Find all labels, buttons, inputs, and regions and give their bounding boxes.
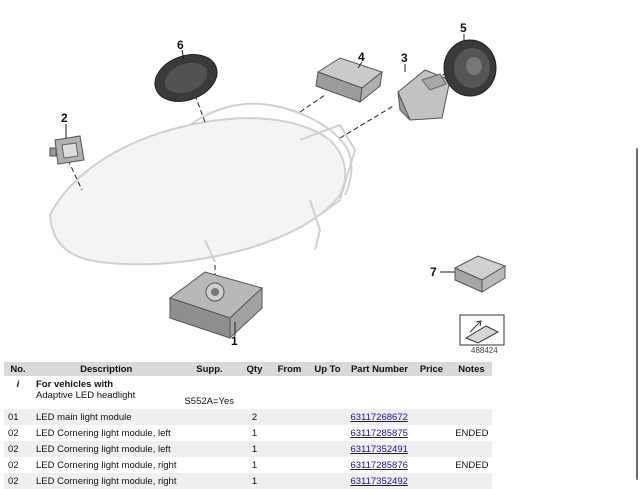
row-supp bbox=[180, 441, 239, 457]
table-row: 02 LED Cornering light module, left 1 63… bbox=[4, 441, 493, 457]
row-supp bbox=[180, 473, 239, 489]
header-supp: Supp. bbox=[180, 362, 239, 376]
part-number-link[interactable]: 63117352492 bbox=[350, 475, 408, 487]
row-up-to bbox=[308, 425, 347, 441]
callout-2: 2 bbox=[61, 111, 68, 125]
part-1-led-main-module bbox=[168, 271, 263, 340]
row-qty: 1 bbox=[238, 425, 271, 441]
info-title: For vehicles with bbox=[36, 379, 114, 390]
exploded-headlight-illustration bbox=[48, 34, 507, 346]
row-qty: 1 bbox=[238, 441, 271, 457]
part-number-link[interactable]: 63117285876 bbox=[350, 459, 408, 471]
header-part-number: Part Number bbox=[346, 362, 413, 376]
row-up-to bbox=[308, 441, 347, 457]
table-row: 02 LED Cornering light module, left 1 63… bbox=[4, 425, 493, 441]
info-subtitle: Adaptive LED headlight bbox=[36, 390, 136, 401]
header-description: Description bbox=[32, 362, 181, 376]
vertical-scrollbar[interactable] bbox=[636, 148, 638, 480]
row-up-to bbox=[308, 457, 347, 473]
part-number-link[interactable]: 63117285875 bbox=[350, 427, 408, 439]
callout-4: 4 bbox=[358, 50, 365, 64]
row-notes bbox=[450, 473, 493, 489]
row-qty: 2 bbox=[238, 409, 271, 425]
part-3-control-unit bbox=[397, 69, 451, 121]
row-price bbox=[412, 473, 451, 489]
row-up-to bbox=[308, 473, 347, 489]
row-no: 01 bbox=[4, 409, 32, 425]
parts-table: No. Description Supp. Qty From Up To Par… bbox=[4, 362, 493, 489]
part-5-round-cover bbox=[443, 39, 497, 97]
table-row: 02 LED Cornering light module, right 1 6… bbox=[4, 457, 493, 473]
callout-6: 6 bbox=[177, 38, 184, 52]
part-number-link[interactable]: 63117268672 bbox=[350, 411, 408, 423]
row-from bbox=[270, 425, 309, 441]
row-qty: 1 bbox=[238, 457, 271, 473]
callout-7: 7 bbox=[430, 265, 437, 279]
part-6-oval-cover bbox=[154, 54, 218, 102]
row-notes: ENDED bbox=[450, 457, 493, 473]
row-from bbox=[270, 457, 309, 473]
row-price bbox=[412, 457, 451, 473]
row-no: 02 bbox=[4, 457, 32, 473]
row-from bbox=[270, 409, 309, 425]
row-description: LED Cornering light module, right bbox=[32, 473, 181, 489]
row-no: 02 bbox=[4, 473, 32, 489]
header-no: No. bbox=[4, 362, 32, 376]
info-icon: i bbox=[4, 376, 32, 409]
row-price bbox=[412, 409, 451, 425]
parts-diagram: 1 2 3 4 5 6 7 488424 bbox=[48, 21, 507, 355]
row-supp bbox=[180, 457, 239, 473]
row-qty: 1 bbox=[238, 473, 271, 489]
row-price bbox=[412, 425, 451, 441]
row-notes bbox=[450, 409, 493, 425]
info-supp: S552A=Yes bbox=[180, 376, 239, 409]
table-row: 01 LED main light module 2 63117268672 bbox=[4, 409, 493, 425]
table-row: 02 LED Cornering light module, right 1 6… bbox=[4, 473, 493, 489]
row-notes bbox=[450, 441, 493, 457]
callout-1: 1 bbox=[231, 334, 238, 348]
row-supp bbox=[180, 409, 239, 425]
row-description: LED Cornering light module, right bbox=[32, 457, 181, 473]
header-price: Price bbox=[412, 362, 451, 376]
diagram-reference-number: 488424 bbox=[471, 346, 498, 355]
row-description: LED main light module bbox=[32, 409, 181, 425]
row-no: 02 bbox=[4, 441, 32, 457]
row-up-to bbox=[308, 409, 347, 425]
parts-table-header: No. Description Supp. Qty From Up To Par… bbox=[4, 362, 493, 376]
row-description: LED Cornering light module, left bbox=[32, 441, 181, 457]
headlight-housing bbox=[48, 102, 357, 266]
part-number-link[interactable]: 63117352491 bbox=[350, 443, 408, 455]
info-description: For vehicles with Adaptive LED headlight bbox=[32, 376, 181, 409]
row-notes: ENDED bbox=[450, 425, 493, 441]
header-up-to: Up To bbox=[308, 362, 347, 376]
callout-5: 5 bbox=[460, 21, 467, 35]
row-from bbox=[270, 441, 309, 457]
callout-3: 3 bbox=[401, 51, 408, 65]
header-from: From bbox=[270, 362, 309, 376]
row-supp bbox=[180, 425, 239, 441]
row-description: LED Cornering light module, left bbox=[32, 425, 181, 441]
part-4-ballast bbox=[315, 57, 384, 104]
callout-ticks bbox=[65, 34, 465, 336]
row-price bbox=[412, 441, 451, 457]
part-2-cornering-module bbox=[49, 135, 85, 165]
part-7-box bbox=[440, 255, 507, 293]
header-qty: Qty bbox=[238, 362, 271, 376]
row-from bbox=[270, 473, 309, 489]
info-row: i For vehicles with Adaptive LED headlig… bbox=[4, 376, 493, 409]
row-no: 02 bbox=[4, 425, 32, 441]
reference-icon bbox=[459, 314, 505, 346]
header-notes: Notes bbox=[450, 362, 493, 376]
